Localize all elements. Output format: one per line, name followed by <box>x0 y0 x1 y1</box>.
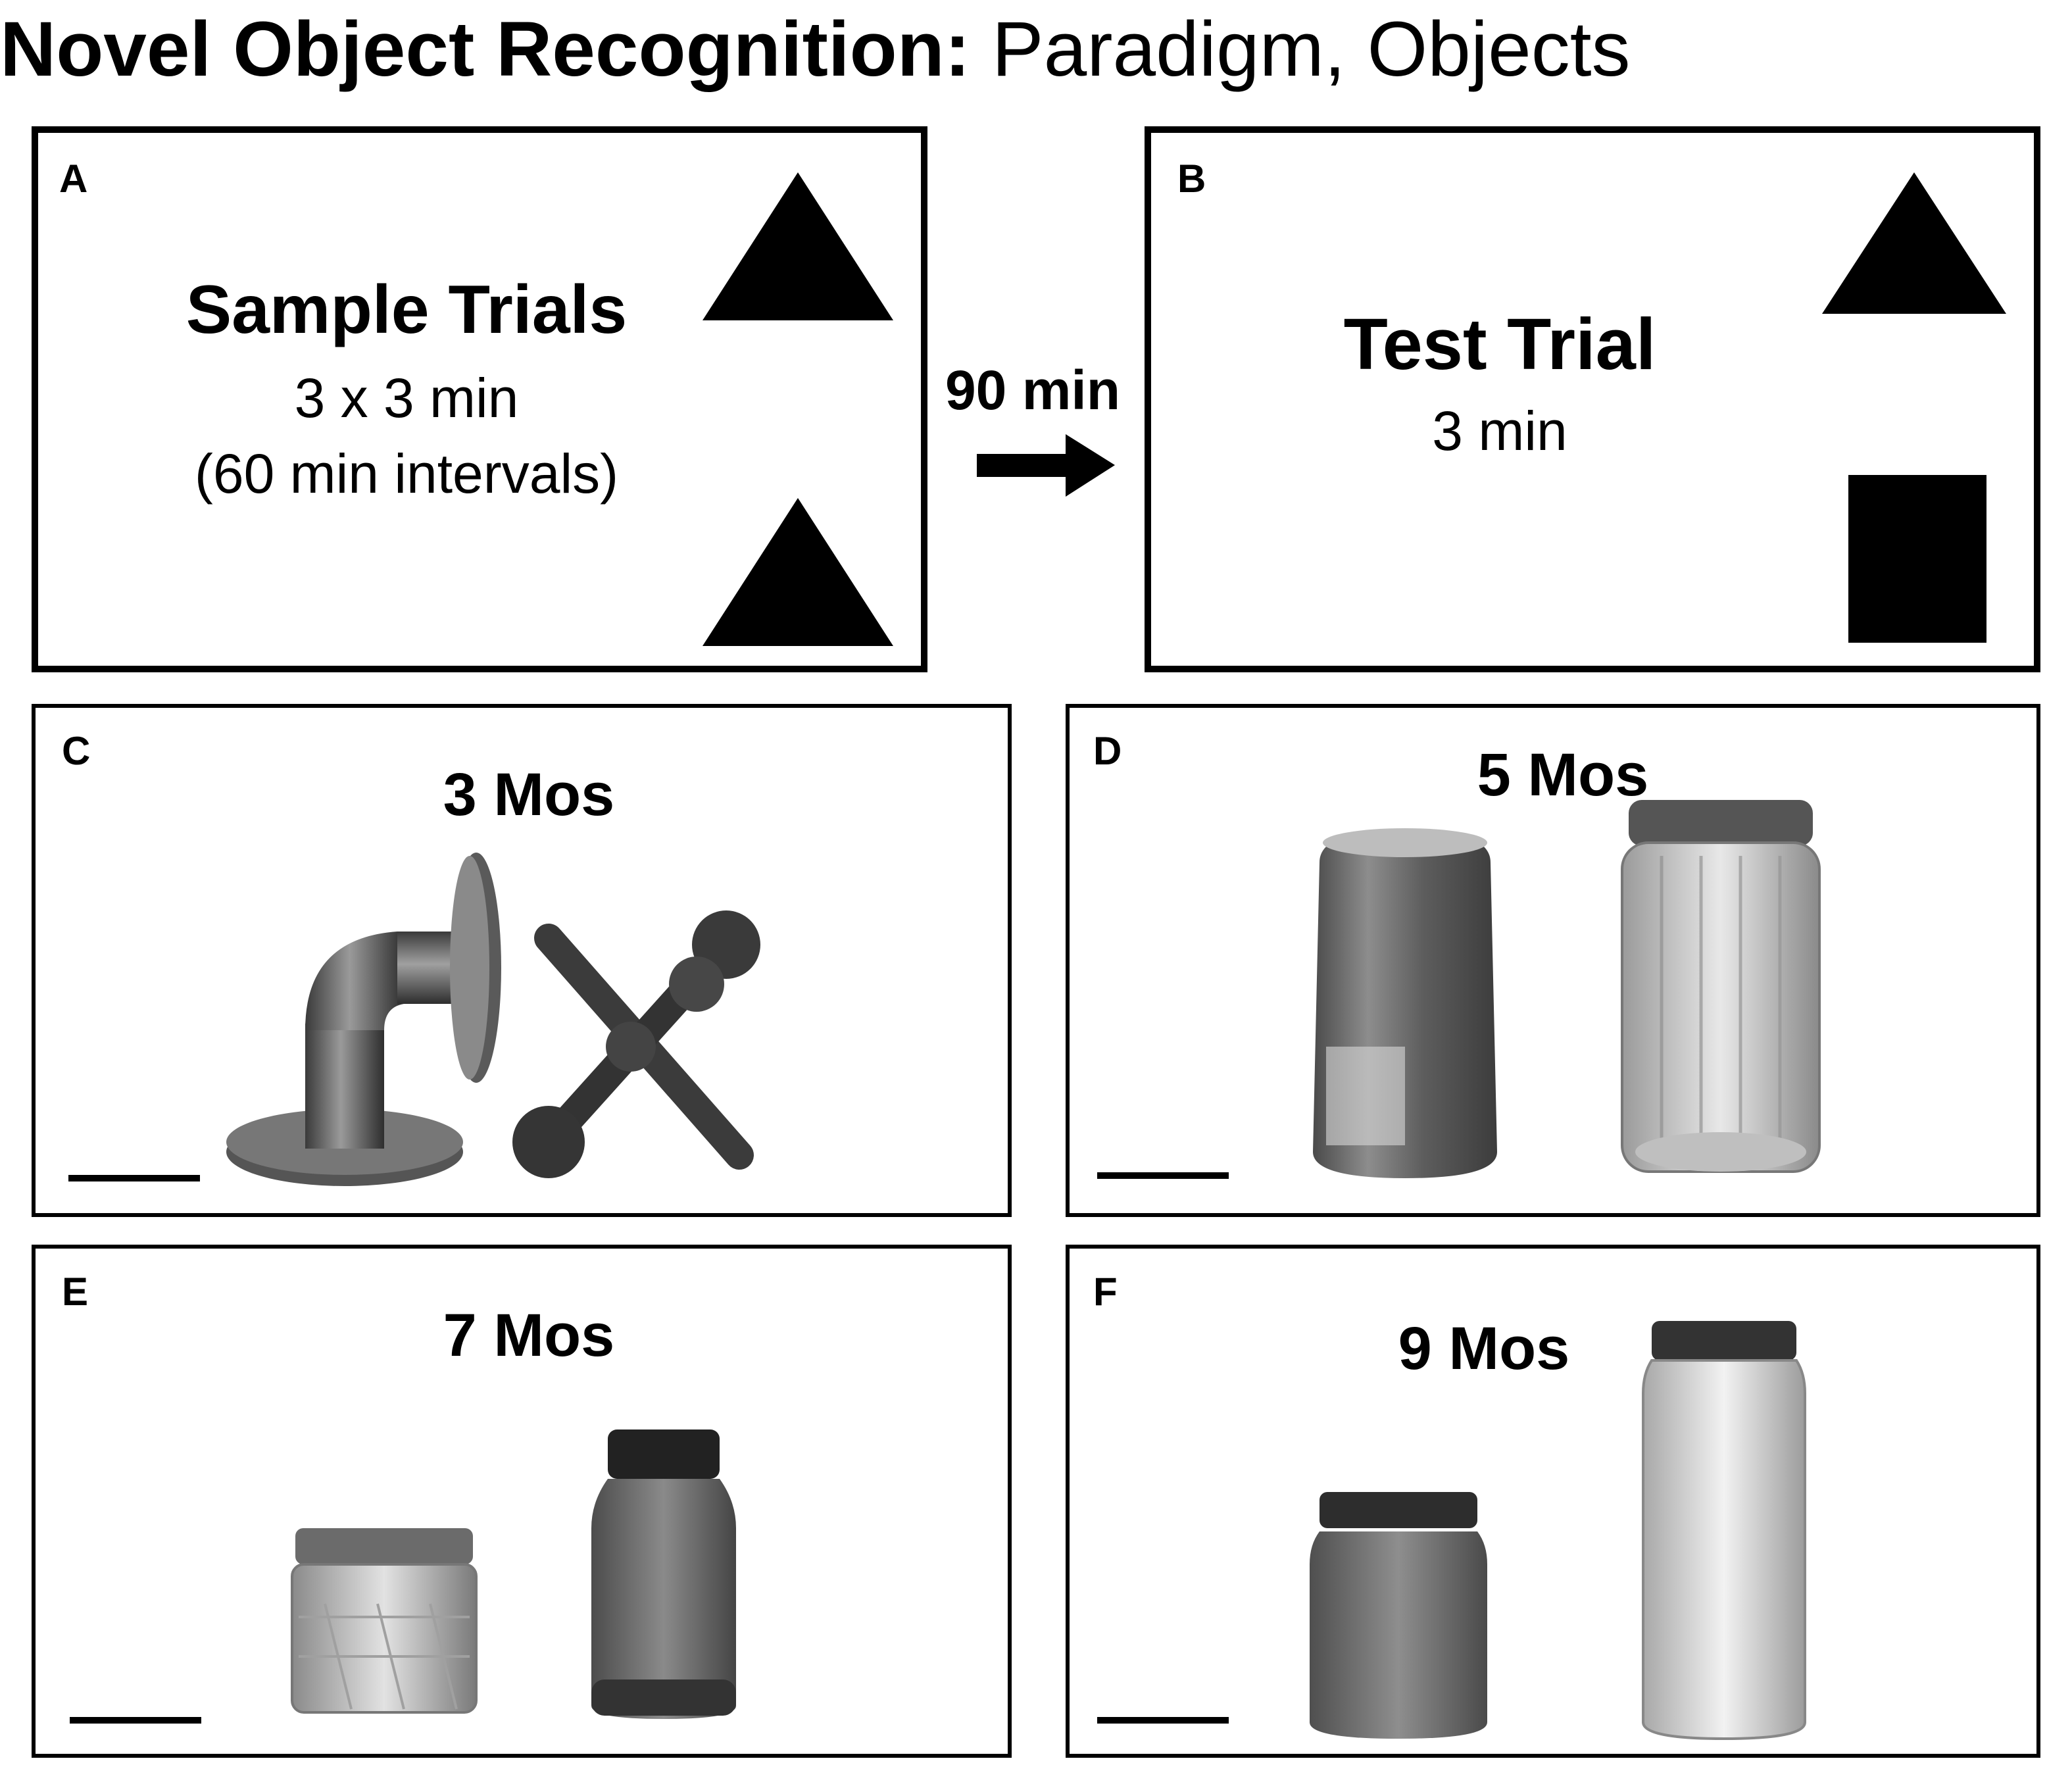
triangle-object-icon <box>1822 172 2006 314</box>
panel-a-duration: 3 x 3 min <box>294 367 519 429</box>
square-object-icon <box>1848 475 1986 643</box>
panel-e-7-mos: E 7 Mos <box>32 1245 1012 1758</box>
clear-jar-object-image <box>1642 1321 1806 1741</box>
panel-b-heading: Test Trial <box>1343 304 1656 385</box>
figure-title-bold: Novel Object Recognition: <box>0 6 971 93</box>
panel-e-heading: 7 Mos <box>443 1302 615 1369</box>
dark-bottle-object-image <box>591 1429 736 1719</box>
mason-jar-object-image <box>291 1528 478 1714</box>
panel-a-sample-trials: A Sample Trials 3 x 3 min (60 min interv… <box>32 126 927 672</box>
panel-letter-d: D <box>1093 729 1122 773</box>
panel-a-heading: Sample Trials <box>185 272 628 348</box>
transition-label: 90 min <box>945 359 1121 421</box>
soda-can-object-image <box>1313 828 1497 1178</box>
panel-letter-f: F <box>1093 1270 1118 1314</box>
scale-bar <box>1097 1717 1229 1724</box>
panel-letter-e: E <box>62 1270 89 1314</box>
panel-f-9-mos: F 9 Mos <box>1066 1245 2040 1758</box>
panel-b-test-trial: B Test Trial 3 min <box>1145 126 2040 672</box>
figure-title-rest: Paradigm, Objects <box>970 6 1631 93</box>
panel-d-5-mos: D 5 Mos <box>1066 704 2040 1217</box>
scale-bar <box>1097 1172 1229 1179</box>
panel-b-duration: 3 min <box>1432 400 1567 462</box>
panel-letter-b: B <box>1177 157 1206 201</box>
triangle-object-icon <box>703 172 893 320</box>
scale-bar <box>68 1175 200 1181</box>
figure-title: Novel Object Recognition: Paradigm, Obje… <box>0 0 2072 99</box>
pipe-fitting-object-image <box>226 853 501 1186</box>
triangle-object-icon <box>703 498 893 646</box>
panel-f-heading: 9 Mos <box>1398 1315 1570 1382</box>
jack-object-image <box>512 910 760 1178</box>
right-arrow-icon <box>977 434 1115 497</box>
food-jar-object-image <box>1310 1492 1487 1739</box>
panel-d-heading: 5 Mos <box>1477 741 1649 808</box>
scale-bar <box>70 1717 201 1724</box>
panel-c-3-mos: C 3 Mos <box>32 704 1012 1217</box>
panel-letter-a: A <box>59 157 88 201</box>
glass-dispenser-object-image <box>1621 800 1821 1173</box>
panel-c-heading: 3 Mos <box>443 761 615 828</box>
panel-letter-c: C <box>62 729 91 773</box>
panel-a-intervals: (60 min intervals) <box>194 443 619 505</box>
